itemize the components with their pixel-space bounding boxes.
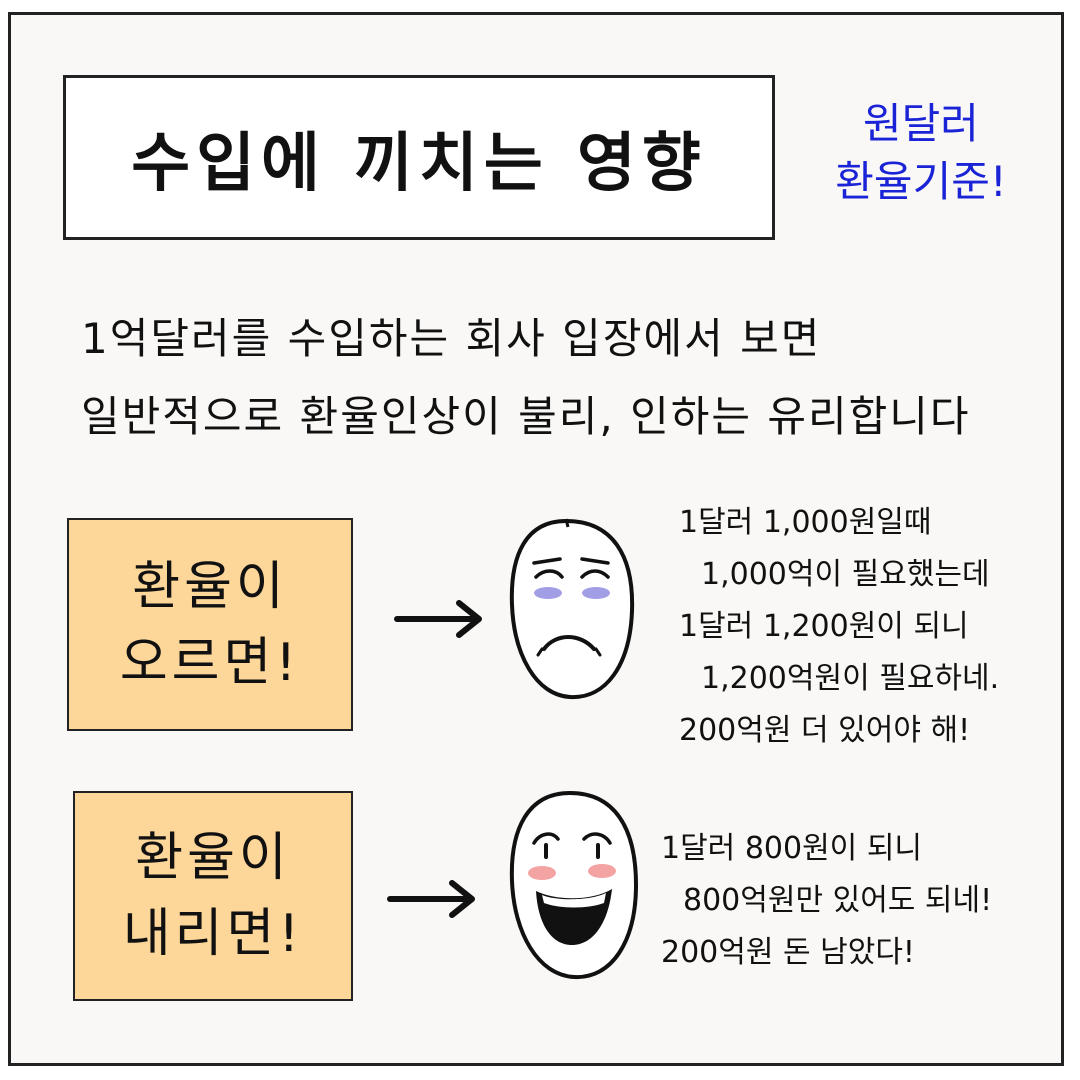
rate-fall-explanation: 1달러 800원이 되니 800억원만 있어도 되네! 200억원 돈 남았다! <box>661 823 992 979</box>
rise-line-3: 1달러 1,200원이 되니 <box>679 609 969 644</box>
comic-panel: 수입에 끼치는 영향 원달러 환율기준! 1억달러를 수입하는 회사 입장에서 … <box>8 12 1064 1066</box>
currency-note-line-2: 환율기준! <box>835 157 1007 206</box>
fall-line-3: 200억원 돈 남았다! <box>661 935 915 970</box>
rate-rise-label-1: 환율이 <box>132 556 288 617</box>
right-arrow-icon <box>394 600 482 638</box>
rate-rise-explanation: 1달러 1,000원일때 1,000억이 필요했는데 1달러 1,200원이 되… <box>679 497 999 757</box>
page-title: 수입에 끼치는 영향 <box>131 126 707 201</box>
rise-line-4: 1,200억원이 필요하네. <box>701 661 1000 696</box>
sad-face-icon <box>509 518 635 700</box>
rise-line-2: 1,000억이 필요했는데 <box>701 557 990 592</box>
rate-rise-label-2: 오르면! <box>119 632 301 693</box>
fall-line-1: 1달러 800원이 되니 <box>661 831 923 866</box>
rise-line-5: 200억원 더 있어야 해! <box>679 713 971 748</box>
currency-note-line-1: 원달러 <box>863 99 979 148</box>
intro-text: 1억달러를 수입하는 회사 입장에서 보면 일반적으로 환율인상이 불리, 인하… <box>81 300 1041 456</box>
rate-fall-label-1: 환율이 <box>135 828 291 888</box>
rise-line-1: 1달러 1,000원일때 <box>679 505 932 540</box>
rate-fall-box: 환율이 내리면! <box>73 791 353 1001</box>
rate-rise-box: 환율이 오르면! <box>67 518 353 731</box>
happy-face-icon <box>509 790 639 980</box>
currency-note: 원달러 환율기준! <box>806 95 1036 211</box>
rate-fall-label-2: 내리면! <box>122 904 304 964</box>
intro-line-1: 1억달러를 수입하는 회사 입장에서 보면 <box>81 314 822 363</box>
title-box: 수입에 끼치는 영향 <box>63 75 775 240</box>
right-arrow-icon <box>387 880 475 918</box>
intro-line-2: 일반적으로 환율인상이 불리, 인하는 유리합니다 <box>81 392 971 441</box>
fall-line-2: 800억원만 있어도 되네! <box>683 883 993 918</box>
